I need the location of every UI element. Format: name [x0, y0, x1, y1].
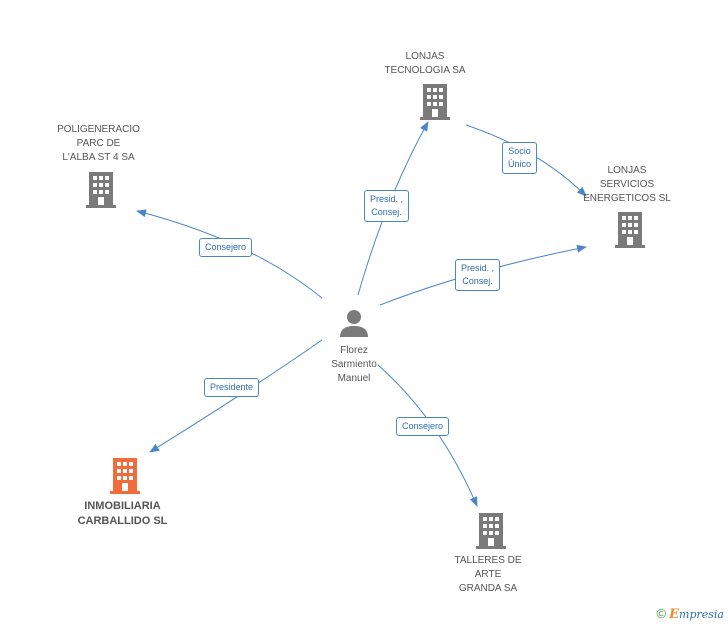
company-name-poligeneracio[interactable]: POLIGENERACIO PARC DE L'ALBA ST 4 SA [57, 124, 140, 163]
building-icon[interactable] [420, 84, 450, 120]
focus-building-icon[interactable] [110, 458, 140, 494]
relation-label-talleres[interactable]: Consejero [396, 417, 450, 436]
copyright-icon: © [656, 606, 667, 621]
person-name[interactable]: Florez Sarmiento Manuel [331, 345, 377, 384]
relation-label-inmobiliaria[interactable]: Presidente [204, 378, 260, 397]
brand-initial: E [669, 607, 680, 622]
company-name-lonjas-servicios[interactable]: LONJAS SERVICIOS ENERGETICOS SL [583, 165, 671, 204]
relation-label-lonjas-servicios[interactable]: Presid. , Consej. [455, 259, 501, 291]
company-name-lonjas-tecnologia[interactable]: LONJAS TECNOLOGIA SA [384, 51, 466, 76]
company-name-inmobiliaria[interactable]: INMOBILIARIA CARBALLIDO SL [77, 500, 168, 527]
building-icon[interactable] [615, 212, 645, 248]
building-icon[interactable] [476, 513, 506, 549]
person-icon[interactable] [339, 308, 369, 338]
relation-label-poligeneracio[interactable]: Consejero [199, 238, 253, 257]
relation-label-lonjas-tecnologia[interactable]: Presid. , Consej. [364, 190, 410, 222]
relation-label-socio-unico[interactable]: Socio Único [502, 142, 538, 174]
footer-brand: ©Empresia [657, 606, 724, 622]
company-name-talleres[interactable]: TALLERES DE ARTE GRANDA SA [454, 555, 522, 594]
building-icon[interactable] [86, 172, 116, 208]
brand-name: mpresia [679, 608, 724, 621]
